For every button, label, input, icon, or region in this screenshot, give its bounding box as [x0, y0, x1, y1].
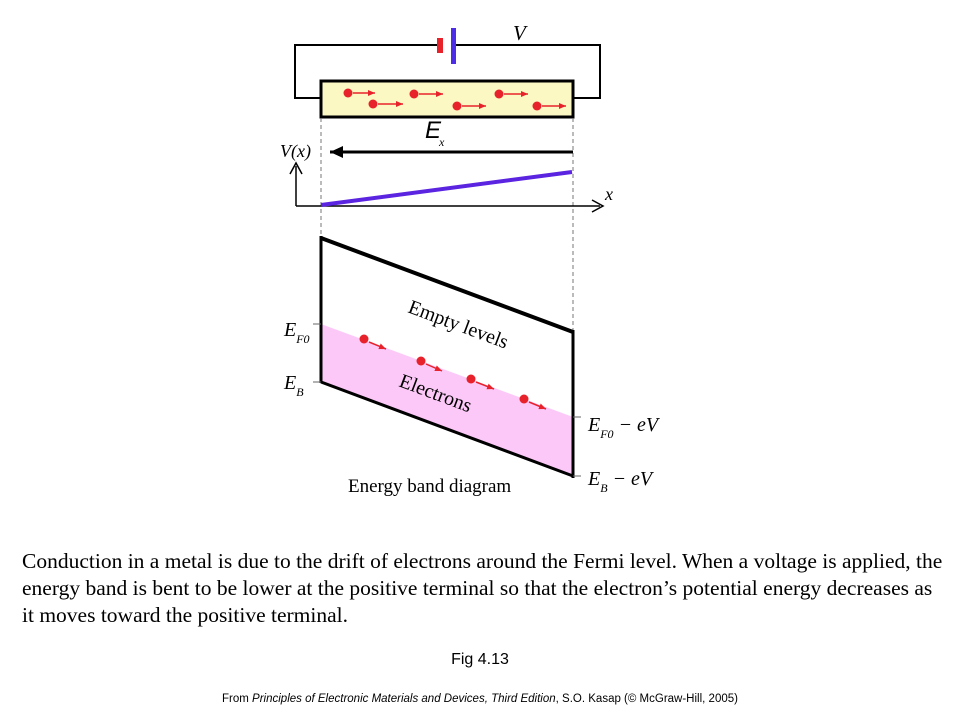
- voltage-label: V: [513, 21, 528, 45]
- electron: [343, 88, 375, 98]
- electron: [519, 394, 547, 410]
- electron: [409, 89, 443, 99]
- electron: [452, 101, 486, 111]
- source-prefix: From: [222, 693, 253, 705]
- electron: [368, 99, 403, 109]
- eb-shifted-label: EB − eV: [587, 468, 655, 495]
- band-outline: [319, 236, 575, 478]
- ef0-label: EF0: [283, 319, 310, 346]
- figure-caption: Conduction in a metal is due to the drif…: [22, 549, 943, 627]
- electron: [494, 89, 528, 99]
- source-suffix: , S.O. Kasap (© McGraw-Hill, 2005): [555, 693, 738, 705]
- electron: [532, 101, 566, 111]
- potential-line: [320, 170, 573, 207]
- eb-label: EB: [283, 372, 304, 399]
- conduction-diagram: V Ex V(x) x: [280, 21, 661, 497]
- bar-electrons: [343, 88, 566, 111]
- x-axis-label: x: [604, 184, 613, 204]
- electron: [466, 374, 495, 390]
- figure-number: Fig 4.13: [451, 651, 509, 668]
- dashed-guides: [320, 118, 574, 332]
- fermi-ticks: [313, 323, 581, 477]
- source-book-title: Principles of Electronic Materials and D…: [252, 693, 556, 705]
- metal-bar: [319, 79, 575, 119]
- potential-label: V(x): [280, 141, 311, 162]
- band-diagram-title: Energy band diagram: [348, 476, 511, 497]
- electron: [359, 334, 387, 350]
- battery-symbol: [437, 28, 456, 64]
- electron-filled-region: [321, 324, 573, 476]
- field-label: Ex: [425, 117, 445, 149]
- electron: [416, 356, 443, 372]
- band-electrons: [359, 334, 547, 410]
- ef0-shifted-label: EF0 − eV: [587, 414, 661, 441]
- potential-axes: [289, 161, 605, 213]
- source-citation: From Principles of Electronic Materials …: [0, 693, 960, 705]
- circuit-wire: [294, 44, 601, 99]
